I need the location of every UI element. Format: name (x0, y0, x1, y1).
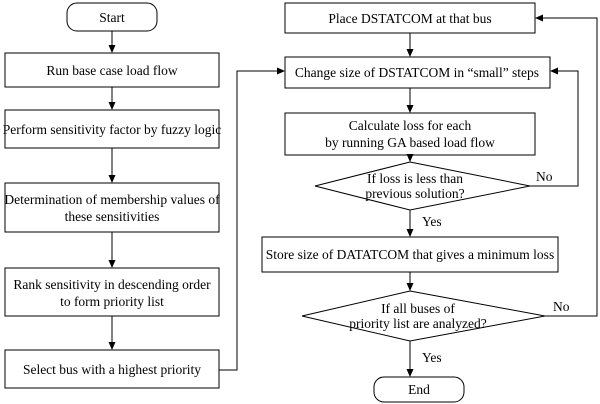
arrow-select-to-change-size (219, 67, 285, 371)
loss-decision: If loss is less than previous solution? (314, 161, 531, 211)
store-size-step: Store size of DATATCOM that gives a mini… (261, 236, 559, 273)
loss-yes-label: Yes (422, 214, 442, 229)
loss-decision-label-line-1: If loss is less than (367, 171, 463, 186)
place-dstatcom-step: Place DSTATCOM at that bus (284, 2, 536, 34)
buses-decision: If all buses of priority list are analyz… (301, 290, 546, 342)
membership-label-line-2: these sensitivities (65, 209, 160, 224)
change-size-label: Change size of DSTATCOM in “small” steps (295, 65, 539, 80)
select-bus-step: Select bus with a highest priority (4, 349, 220, 389)
sensitivity-fuzzy-label: Perform sensitivity factor by fuzzy logi… (3, 122, 222, 137)
start-label: Start (99, 10, 125, 25)
membership-step: Determination of membership values of th… (4, 182, 220, 233)
sensitivity-fuzzy-step: Perform sensitivity factor by fuzzy logi… (3, 109, 222, 149)
arrow-buses-no-loop (535, 14, 598, 317)
change-size-step: Change size of DSTATCOM in “small” steps (284, 56, 551, 89)
loss-no-label: No (536, 169, 553, 184)
buses-decision-label-line-2: priority list are analyzed? (349, 316, 487, 331)
run-base-case-label: Run base case load flow (46, 63, 177, 78)
loss-decision-label-line-2: previous solution? (365, 186, 464, 201)
rank-step: Rank sensitivity in descending order to … (4, 267, 220, 317)
end-node: End (373, 376, 465, 403)
calculate-loss-step: Calculate loss for each by running GA ba… (284, 112, 536, 156)
select-bus-label: Select bus with a highest priority (23, 362, 201, 377)
start-node: Start (66, 2, 158, 32)
calculate-loss-label-line-2: by running GA based load flow (325, 135, 495, 150)
store-size-label: Store size of DATATCOM that gives a mini… (266, 247, 554, 262)
buses-decision-label-line-1: If all buses of (381, 301, 455, 316)
place-dstatcom-label: Place DSTATCOM at that bus (328, 11, 491, 26)
rank-label-line-2: to form priority list (60, 294, 164, 309)
calculate-loss-label-line-1: Calculate loss for each (349, 118, 472, 133)
end-label: End (408, 382, 430, 397)
rank-label-line-1: Rank sensitivity in descending order (13, 277, 211, 292)
buses-yes-label: Yes (422, 350, 442, 365)
membership-label-line-1: Determination of membership values of (4, 192, 220, 207)
arrow-loss-no-loop (530, 67, 579, 187)
buses-no-label: No (553, 299, 570, 314)
run-base-case-step: Run base case load flow (4, 52, 220, 88)
